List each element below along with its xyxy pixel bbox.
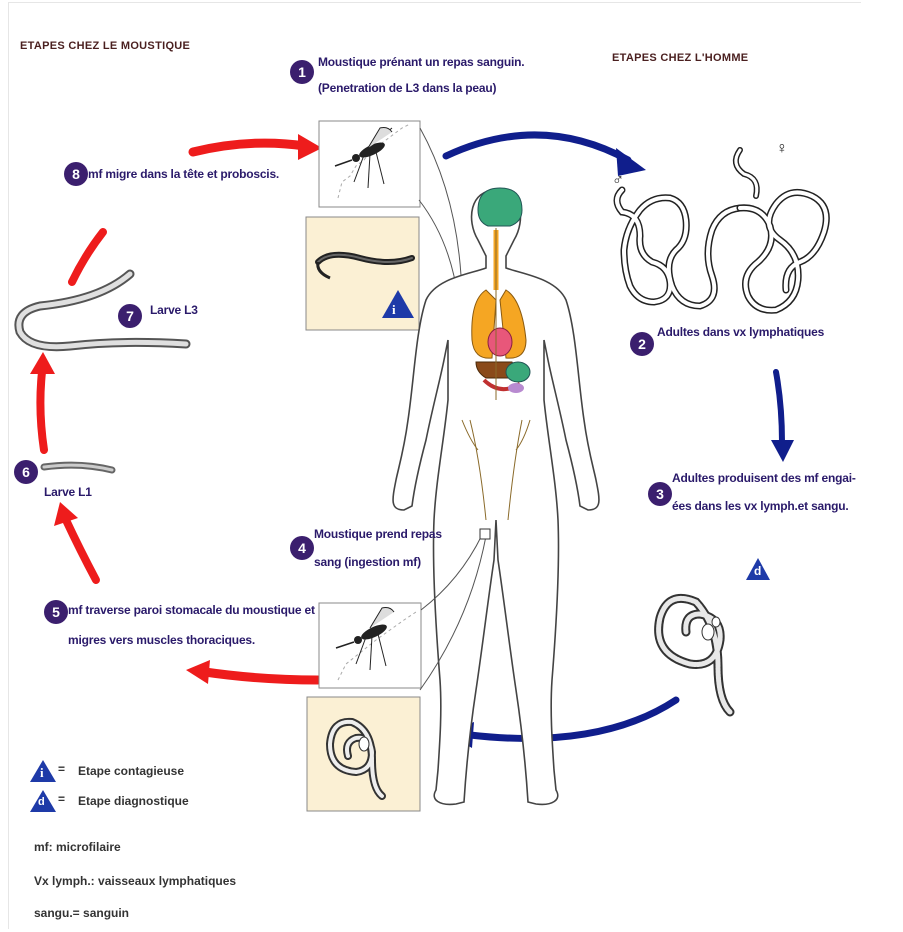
step-2-line1: Adultes dans vx lymphatiques <box>657 322 824 342</box>
male-symbol: ♂ <box>612 172 624 190</box>
legend-equals-1: = <box>58 762 65 776</box>
legend-abbr-vx: Vx lymph.: vaisseaux lymphatiques <box>34 874 236 888</box>
legend-diagnostic-letter: d <box>38 796 45 808</box>
step-4-line2: sang (ingestion mf) <box>314 552 421 572</box>
legend-infective-label: Etape contagieuse <box>78 764 184 778</box>
step-8-label: mf migre dans la tête et proboscis. <box>88 164 279 184</box>
step-3-badge: 3 <box>648 482 672 506</box>
blue-arrow-2-to-3 <box>771 372 794 462</box>
legend-diagnostic-label: Etape diagnostique <box>78 794 189 808</box>
diagnostic-stage-badge: d <box>754 564 761 578</box>
step-6-label: Larve L1 <box>44 482 92 502</box>
human-stages-header: ETAPES CHEZ L'HOMME <box>612 52 748 64</box>
mosquito-feeding-panel-top <box>319 121 420 207</box>
step-1-badge: 1 <box>290 60 314 84</box>
step-5-line1: mf traverse paroi stomacale du moustique… <box>68 600 315 620</box>
step-5-line2: migres vers muscles thoraciques. <box>68 630 255 650</box>
adult-worms <box>617 150 826 310</box>
step-4-badge: 4 <box>290 536 314 560</box>
mosquito-stages-header: ETAPES CHEZ LE MOUSTIQUE <box>20 40 190 52</box>
step-6-badge: 6 <box>14 460 38 484</box>
microfilaria-sheathed <box>659 558 770 712</box>
human-body-figure <box>393 188 599 804</box>
female-symbol: ♀ <box>776 140 788 158</box>
red-arrow-6-to-7 <box>30 352 55 450</box>
legend-abbr-sangu: sangu.= sanguin <box>34 906 129 920</box>
step-2-badge: 2 <box>630 332 654 356</box>
blue-arrow-1-to-2 <box>446 135 646 176</box>
step-8-badge: 8 <box>64 162 88 186</box>
step-7-badge: 7 <box>118 304 142 328</box>
legend-equals-2: = <box>58 792 65 806</box>
larva-l3-panel <box>306 217 419 330</box>
step-1-line1: Moustique prénant un repas sanguin. <box>318 52 524 72</box>
step-5-badge: 5 <box>44 600 68 624</box>
red-arrow-4-to-5 <box>186 660 318 684</box>
step-3-line1: Adultes produisent des mf engai- <box>672 468 856 488</box>
microfilaria-panel <box>307 697 420 811</box>
mosquito-feeding-panel-bottom <box>319 603 421 688</box>
legend-infective-letter: i <box>40 765 44 781</box>
red-arrow-7-to-8 <box>72 232 103 282</box>
step-3-line2: ées dans les vx lymph.et sangu. <box>672 496 849 516</box>
step-7-label: Larve L3 <box>150 300 198 320</box>
blue-arrow-3-to-4 <box>446 700 676 748</box>
step-1-line2: (Penetration de L3 dans la peau) <box>318 78 496 98</box>
red-arrow-8-to-1 <box>193 134 322 160</box>
step-4-line1: Moustique prend repas <box>314 524 442 544</box>
infective-stage-badge: i <box>392 302 396 318</box>
larva-l1-drawing <box>44 465 112 470</box>
legend-abbr-mf: mf: microfilaire <box>34 840 121 854</box>
red-arrow-5-to-6 <box>54 502 96 580</box>
